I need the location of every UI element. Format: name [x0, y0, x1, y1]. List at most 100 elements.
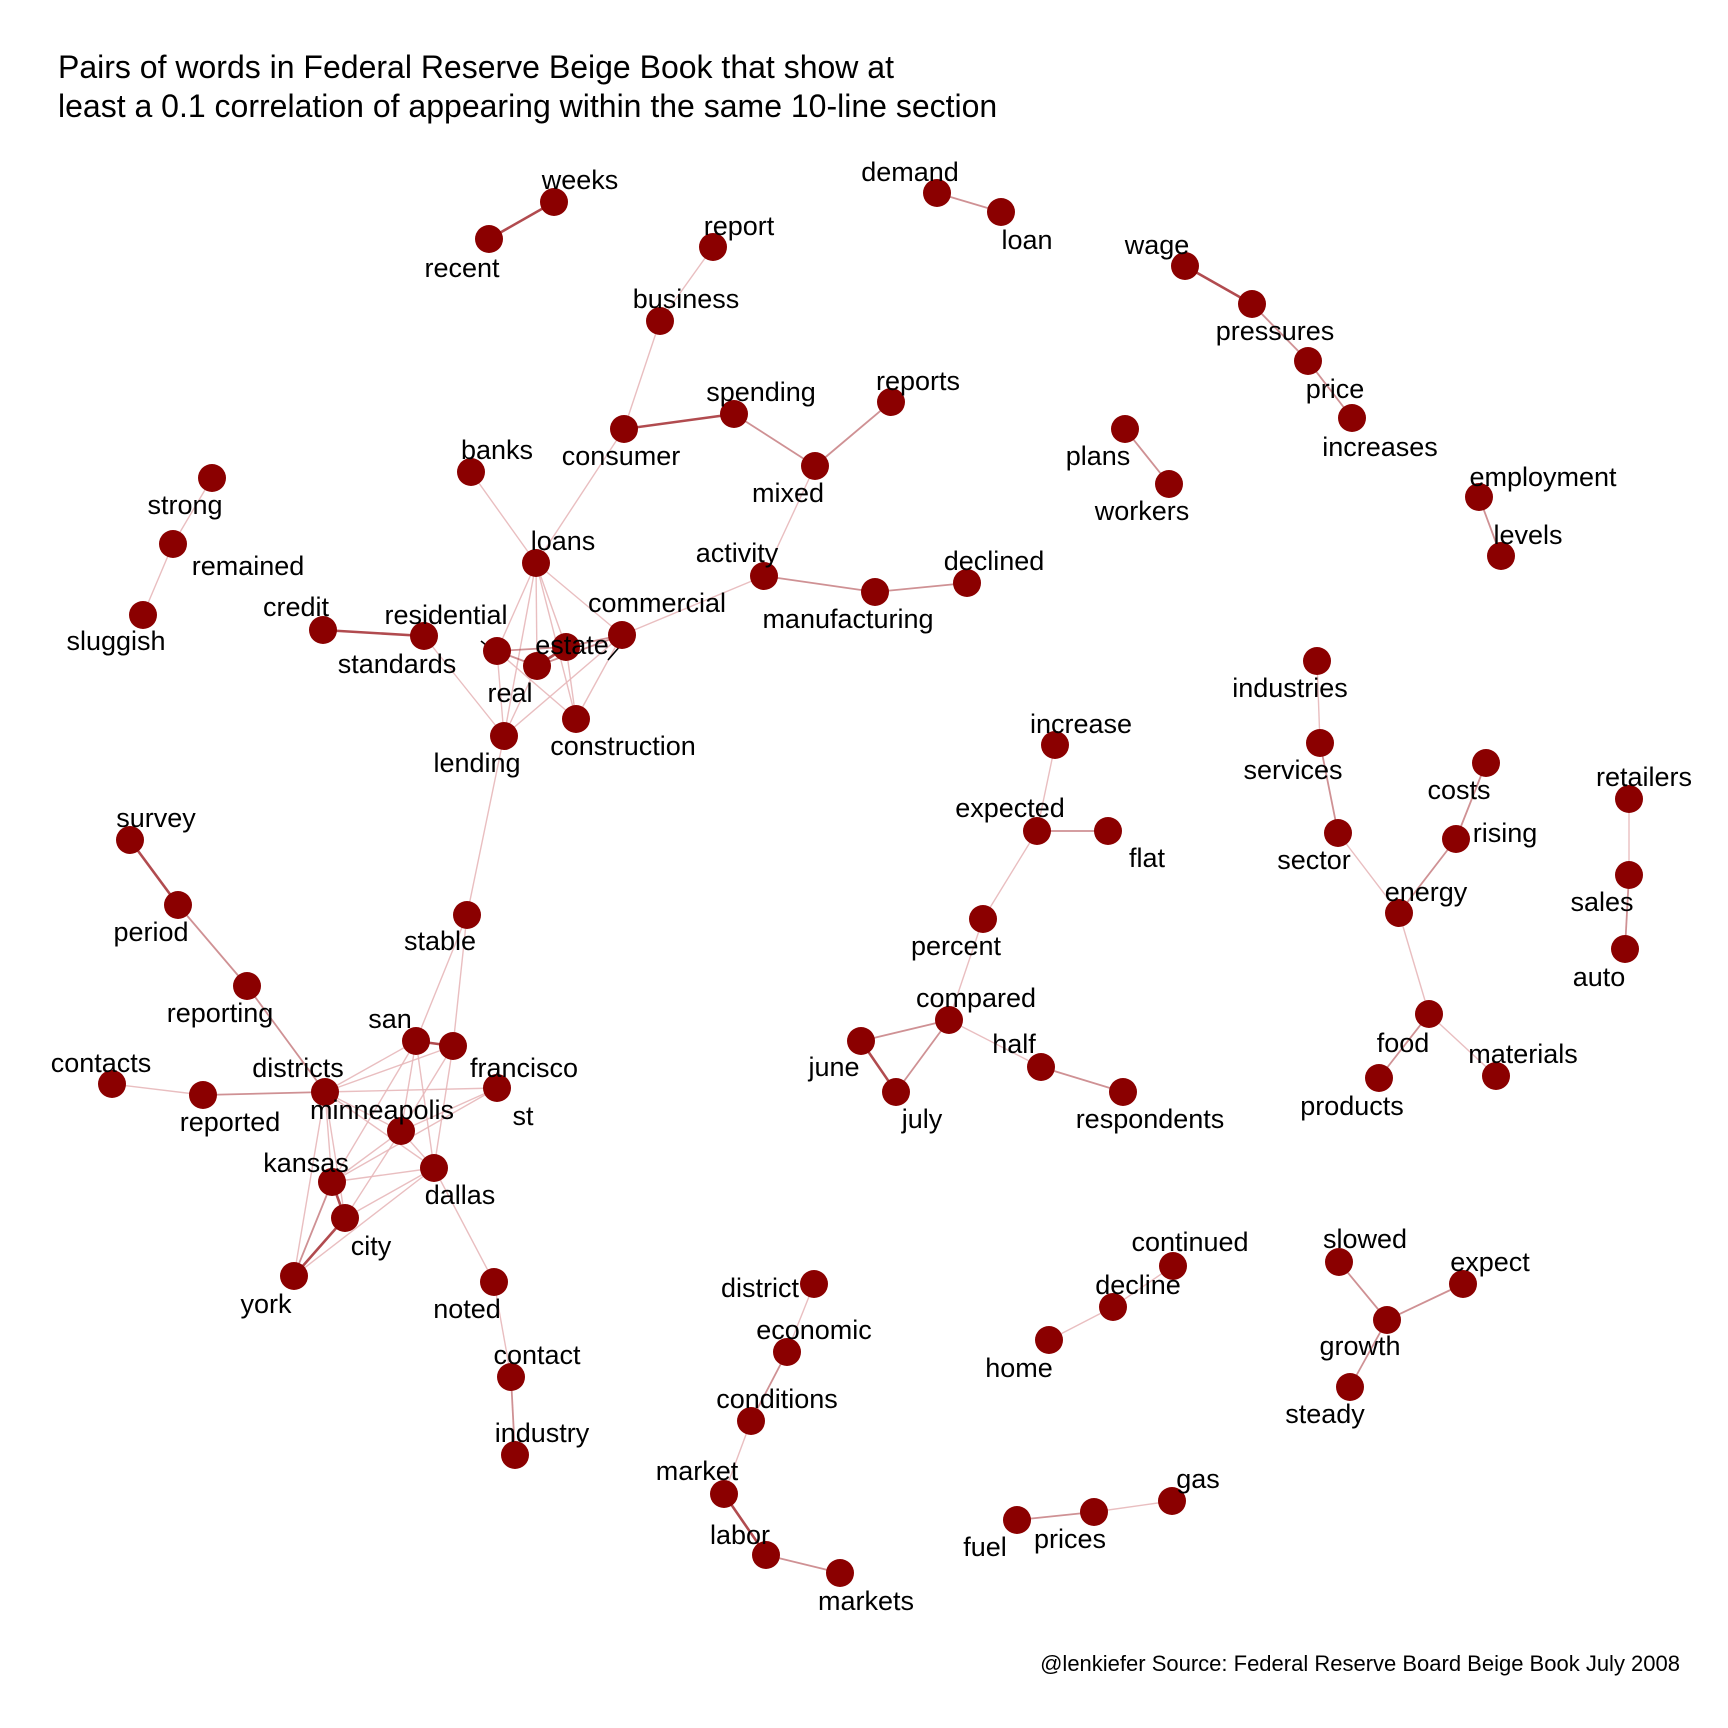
node-recent	[475, 225, 503, 253]
edge-lending-stable	[466, 735, 505, 916]
edge-dallas-noted	[433, 1167, 495, 1283]
node-markets	[826, 1559, 854, 1587]
node-label-costs: costs	[1427, 775, 1490, 805]
edge-minneapolis-kansas	[331, 1130, 402, 1183]
node-rising	[1442, 825, 1470, 853]
node-kansas	[318, 1168, 346, 1196]
node-label-employment: employment	[1469, 462, 1617, 492]
node-label-industry: industry	[495, 1418, 590, 1448]
node-construction	[562, 705, 590, 733]
node-label-flat: flat	[1129, 843, 1166, 873]
node-home	[1035, 1326, 1063, 1354]
node-districts	[311, 1078, 339, 1106]
nodes-layer	[98, 179, 1643, 1587]
node-label-residential: residential	[384, 600, 507, 630]
node-label-rising: rising	[1473, 818, 1538, 848]
edge-standards-lending	[423, 635, 505, 737]
node-label-food: food	[1377, 1028, 1430, 1058]
node-label-sales: sales	[1570, 887, 1633, 917]
node-label-reports: reports	[876, 366, 960, 396]
node-label-weeks: weeks	[541, 165, 619, 195]
source-caption: @lenkiefer Source: Federal Reserve Board…	[1040, 1651, 1680, 1676]
edge-residential-construction	[496, 650, 577, 720]
title-line-2: least a 0.1 correlation of appearing wit…	[58, 88, 998, 124]
node-survey	[116, 826, 144, 854]
node-label-fuel: fuel	[963, 1532, 1007, 1562]
node-label-sluggish: sluggish	[66, 626, 165, 656]
node-sector	[1324, 819, 1352, 847]
node-label-wage: wage	[1124, 230, 1190, 260]
node-employment	[1465, 483, 1493, 511]
node-label-manufacturing: manufacturing	[762, 604, 933, 634]
node-label-mixed: mixed	[752, 478, 824, 508]
node-industries	[1303, 647, 1331, 675]
node-label-contact: contact	[493, 1340, 581, 1370]
edge-districts-st	[324, 1087, 498, 1093]
node-label-home: home	[985, 1353, 1053, 1383]
node-label-july: july	[901, 1104, 943, 1134]
node-label-contacts: contacts	[51, 1048, 152, 1078]
node-flat	[1094, 817, 1122, 845]
node-price	[1294, 347, 1322, 375]
node-manufacturing	[861, 578, 889, 606]
node-business	[646, 307, 674, 335]
edge-mixed-activity	[763, 465, 816, 577]
node-label-estate: estate	[535, 630, 609, 660]
edge-san-minneapolis	[400, 1040, 417, 1132]
edge-city-dallas	[344, 1167, 435, 1219]
node-label-spending: spending	[706, 377, 816, 407]
node-respondents	[1109, 1078, 1137, 1106]
edge-report-business	[659, 246, 714, 322]
node-retailers	[1615, 785, 1643, 813]
edge-loans-residential	[496, 562, 537, 652]
edge-kansas-dallas	[331, 1167, 435, 1183]
node-steady	[1336, 1373, 1364, 1401]
edge-services-sector	[1319, 742, 1339, 834]
node-label-price: price	[1306, 374, 1365, 404]
node-city	[331, 1204, 359, 1232]
node-market	[710, 1480, 738, 1508]
node-industry	[501, 1441, 529, 1469]
node-label-consumer: consumer	[562, 441, 681, 471]
node-label-declined: declined	[944, 546, 1045, 576]
node-label-pressures: pressures	[1216, 316, 1335, 346]
node-label-compared: compared	[916, 983, 1036, 1013]
edge-spending-mixed	[733, 413, 816, 467]
node-residential	[483, 637, 511, 665]
node-expected	[1023, 817, 1051, 845]
node-label-standards: standards	[338, 649, 457, 679]
node-costs	[1472, 749, 1500, 777]
node-materials	[1482, 1062, 1510, 1090]
node-report	[699, 233, 727, 261]
node-label-stable: stable	[404, 926, 476, 956]
node-label-market: market	[656, 1456, 739, 1486]
node-contacts	[98, 1070, 126, 1098]
node-label-kansas: kansas	[263, 1148, 349, 1178]
edge-noted-contact	[493, 1281, 512, 1378]
node-label-san: san	[368, 1004, 412, 1034]
node-francisco	[439, 1032, 467, 1060]
node-label-noted: noted	[433, 1294, 501, 1324]
node-banks	[457, 458, 485, 486]
node-label-steady: steady	[1285, 1399, 1365, 1429]
edge-stable-francisco	[452, 914, 468, 1047]
node-consumer	[610, 415, 638, 443]
edge-compared-june	[860, 1019, 950, 1042]
node-levels	[1487, 542, 1515, 570]
node-st	[483, 1074, 511, 1102]
node-prices	[1080, 1498, 1108, 1526]
node-noted	[480, 1268, 508, 1296]
edge-credit-standards	[322, 628, 425, 638]
node-reports	[877, 388, 905, 416]
node-sluggish	[129, 601, 157, 629]
edge-half-respondents	[1040, 1066, 1124, 1093]
node-estate	[552, 633, 580, 661]
node-label-markets: markets	[818, 1586, 914, 1616]
node-services	[1306, 729, 1334, 757]
edge-sector-energy	[1337, 832, 1400, 914]
edge-stable-san	[415, 914, 468, 1042]
node-label-loan: loan	[1001, 225, 1052, 255]
edge-reported-districts	[202, 1091, 326, 1096]
node-dallas	[420, 1154, 448, 1182]
